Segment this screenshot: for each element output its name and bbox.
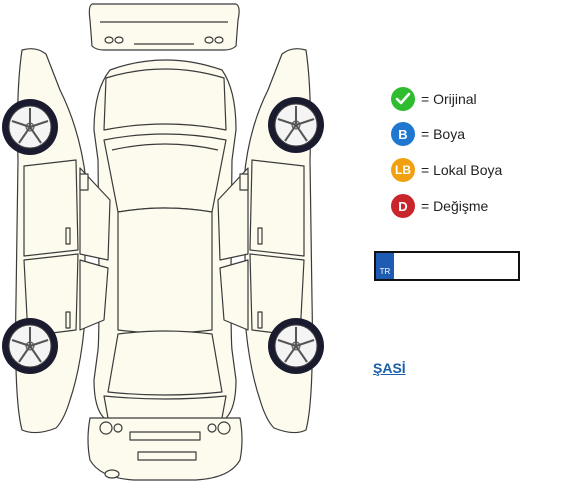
car-part-roof-panel[interactable] (117, 207, 213, 334)
plate-number-input[interactable] (396, 253, 516, 279)
legend-replaced: D = Değişme (391, 193, 561, 219)
chassis-link[interactable]: ŞASİ (373, 360, 406, 376)
license-plate-field: TR (374, 251, 520, 281)
legend-label: = Orijinal (421, 91, 477, 107)
legend-local-paint: LB = Lokal Boya (391, 157, 561, 183)
car-part-front-bumper[interactable] (87, 417, 243, 481)
wheel-left-front (2, 318, 58, 374)
car-damage-diagram (2, 3, 324, 481)
wheel-right-rear (268, 97, 324, 153)
plate-country-code: TR (376, 253, 394, 279)
car-part-rear-windshield[interactable] (103, 133, 227, 213)
wheel-right-front (268, 318, 324, 374)
car-part-hood[interactable] (103, 395, 227, 422)
wheel-left-rear (2, 99, 58, 155)
legend-label: = Değişme (421, 198, 489, 214)
replaced-badge: D (391, 194, 415, 218)
legend-label: = Lokal Boya (421, 162, 503, 178)
car-part-trunk[interactable] (103, 68, 227, 131)
car-part-front-windshield[interactable] (107, 330, 223, 396)
paint-badge: B (391, 122, 415, 146)
legend-label: = Boya (421, 126, 465, 142)
checkmark-icon (391, 87, 415, 111)
legend-original: = Orijinal (391, 86, 561, 112)
legend-paint: B = Boya (391, 121, 561, 147)
car-part-rear-bumper[interactable] (88, 3, 240, 51)
local-paint-badge: LB (391, 158, 415, 182)
